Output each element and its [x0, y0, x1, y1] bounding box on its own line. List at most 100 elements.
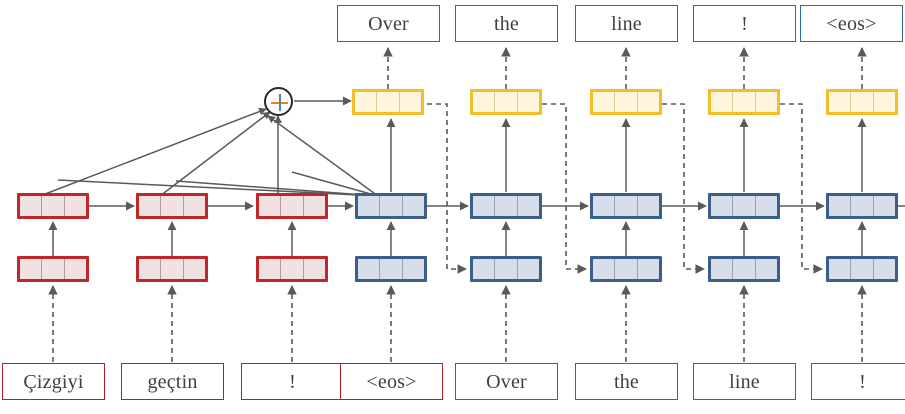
cell-segment — [711, 259, 732, 279]
cell-segment — [302, 196, 325, 216]
output-token-label: ! — [741, 12, 748, 35]
cell-segment — [398, 92, 421, 112]
cell-segment — [829, 196, 850, 216]
cell-segment — [182, 259, 205, 279]
decoder-cell-upper-1[interactable] — [355, 193, 427, 219]
cell-segment — [63, 196, 86, 216]
cell-segment — [850, 92, 872, 112]
cell-segment — [732, 259, 754, 279]
input-token-box-4[interactable]: <eos> — [340, 363, 443, 400]
cell-segment — [711, 196, 732, 216]
cell-segment — [379, 259, 401, 279]
output-token-box-4[interactable]: ! — [693, 5, 796, 42]
cell-segment — [358, 196, 379, 216]
output-token-box-1[interactable]: Over — [337, 5, 440, 42]
cell-segment — [280, 259, 302, 279]
decoder-cell-lower-2[interactable] — [470, 256, 542, 282]
cell-segment — [614, 196, 636, 216]
cell-segment — [850, 196, 872, 216]
cell-segment — [259, 196, 280, 216]
output-token-label: Over — [368, 12, 409, 35]
input-token-box-7[interactable]: line — [693, 363, 796, 400]
cell-segment — [754, 92, 777, 112]
input-token-box-6[interactable]: the — [575, 363, 678, 400]
input-token-box-8[interactable]: ! — [811, 363, 905, 400]
plus-vertical-stroke — [279, 94, 281, 111]
cell-segment — [754, 259, 777, 279]
decoder-cell-lower-5[interactable] — [826, 256, 898, 282]
encoder-cell-lower-2[interactable] — [136, 256, 208, 282]
input-token-label: the — [613, 370, 640, 393]
cell-segment — [829, 259, 850, 279]
input-token-label: Over — [486, 370, 527, 393]
decoder-cell-lower-1[interactable] — [355, 256, 427, 282]
cell-segment — [41, 259, 63, 279]
decoder-cell-upper-3[interactable] — [590, 193, 662, 219]
cell-segment — [280, 196, 302, 216]
cell-segment — [494, 259, 516, 279]
output-cell-2[interactable] — [470, 89, 542, 115]
encoder-cell-lower-3[interactable] — [256, 256, 328, 282]
output-token-box-5[interactable]: <eos> — [800, 5, 903, 42]
decoder-cell-upper-2[interactable] — [470, 193, 542, 219]
cell-segment — [160, 196, 182, 216]
cell-segment — [593, 92, 614, 112]
output-cell-5[interactable] — [826, 89, 898, 115]
cell-segment — [473, 92, 494, 112]
decoder-cell-upper-5[interactable] — [826, 193, 898, 219]
cell-segment — [516, 92, 539, 112]
cell-segment — [636, 196, 659, 216]
cell-segment — [614, 259, 636, 279]
cell-segment — [636, 92, 659, 112]
input-token-box-3[interactable]: ! — [241, 363, 344, 400]
cell-segment — [850, 259, 872, 279]
input-token-label: ! — [289, 370, 296, 393]
cell-segment — [494, 92, 516, 112]
encoder-cell-upper-3[interactable] — [256, 193, 328, 219]
input-token-label: geçtin — [147, 370, 198, 393]
input-token-box-1[interactable]: Çizgiyi — [2, 363, 105, 400]
input-token-box-5[interactable]: Over — [455, 363, 558, 400]
output-cell-3[interactable] — [590, 89, 662, 115]
cell-segment — [593, 196, 614, 216]
encoder-cell-upper-1[interactable] — [17, 193, 89, 219]
decoder-cell-upper-4[interactable] — [708, 193, 780, 219]
cell-segment — [41, 196, 63, 216]
encoder-cell-upper-2[interactable] — [136, 193, 208, 219]
cell-segment — [872, 92, 895, 112]
cell-segment — [473, 196, 494, 216]
cell-segment — [732, 196, 754, 216]
cell-segment — [494, 196, 516, 216]
encoder-cell-lower-1[interactable] — [17, 256, 89, 282]
cell-segment — [732, 92, 754, 112]
input-token-box-2[interactable]: geçtin — [121, 363, 224, 400]
cell-segment — [139, 196, 160, 216]
attention-sum-node[interactable] — [264, 87, 293, 116]
output-token-box-3[interactable]: line — [575, 5, 678, 42]
cell-segment — [63, 259, 86, 279]
cell-segment — [379, 196, 401, 216]
cell-segment — [401, 259, 424, 279]
decoder-cell-lower-3[interactable] — [590, 256, 662, 282]
cell-segment — [516, 196, 539, 216]
output-token-label: line — [611, 12, 642, 35]
output-cell-1[interactable] — [352, 89, 424, 115]
cell-segment — [614, 92, 636, 112]
output-token-box-2[interactable]: the — [455, 5, 558, 42]
cell-segment — [139, 259, 160, 279]
cell-segment — [516, 259, 539, 279]
cell-segment — [259, 259, 280, 279]
cell-segment — [401, 196, 424, 216]
input-token-label: Çizgiyi — [23, 370, 84, 393]
input-token-label: line — [729, 370, 760, 393]
cell-segment — [754, 196, 777, 216]
cell-segment — [636, 259, 659, 279]
cell-segment — [20, 196, 41, 216]
decoder-cell-lower-4[interactable] — [708, 256, 780, 282]
cell-segment — [872, 196, 895, 216]
input-token-label: ! — [859, 370, 866, 393]
output-token-label: <eos> — [826, 12, 877, 35]
output-cell-4[interactable] — [708, 89, 780, 115]
cell-segment — [160, 259, 182, 279]
